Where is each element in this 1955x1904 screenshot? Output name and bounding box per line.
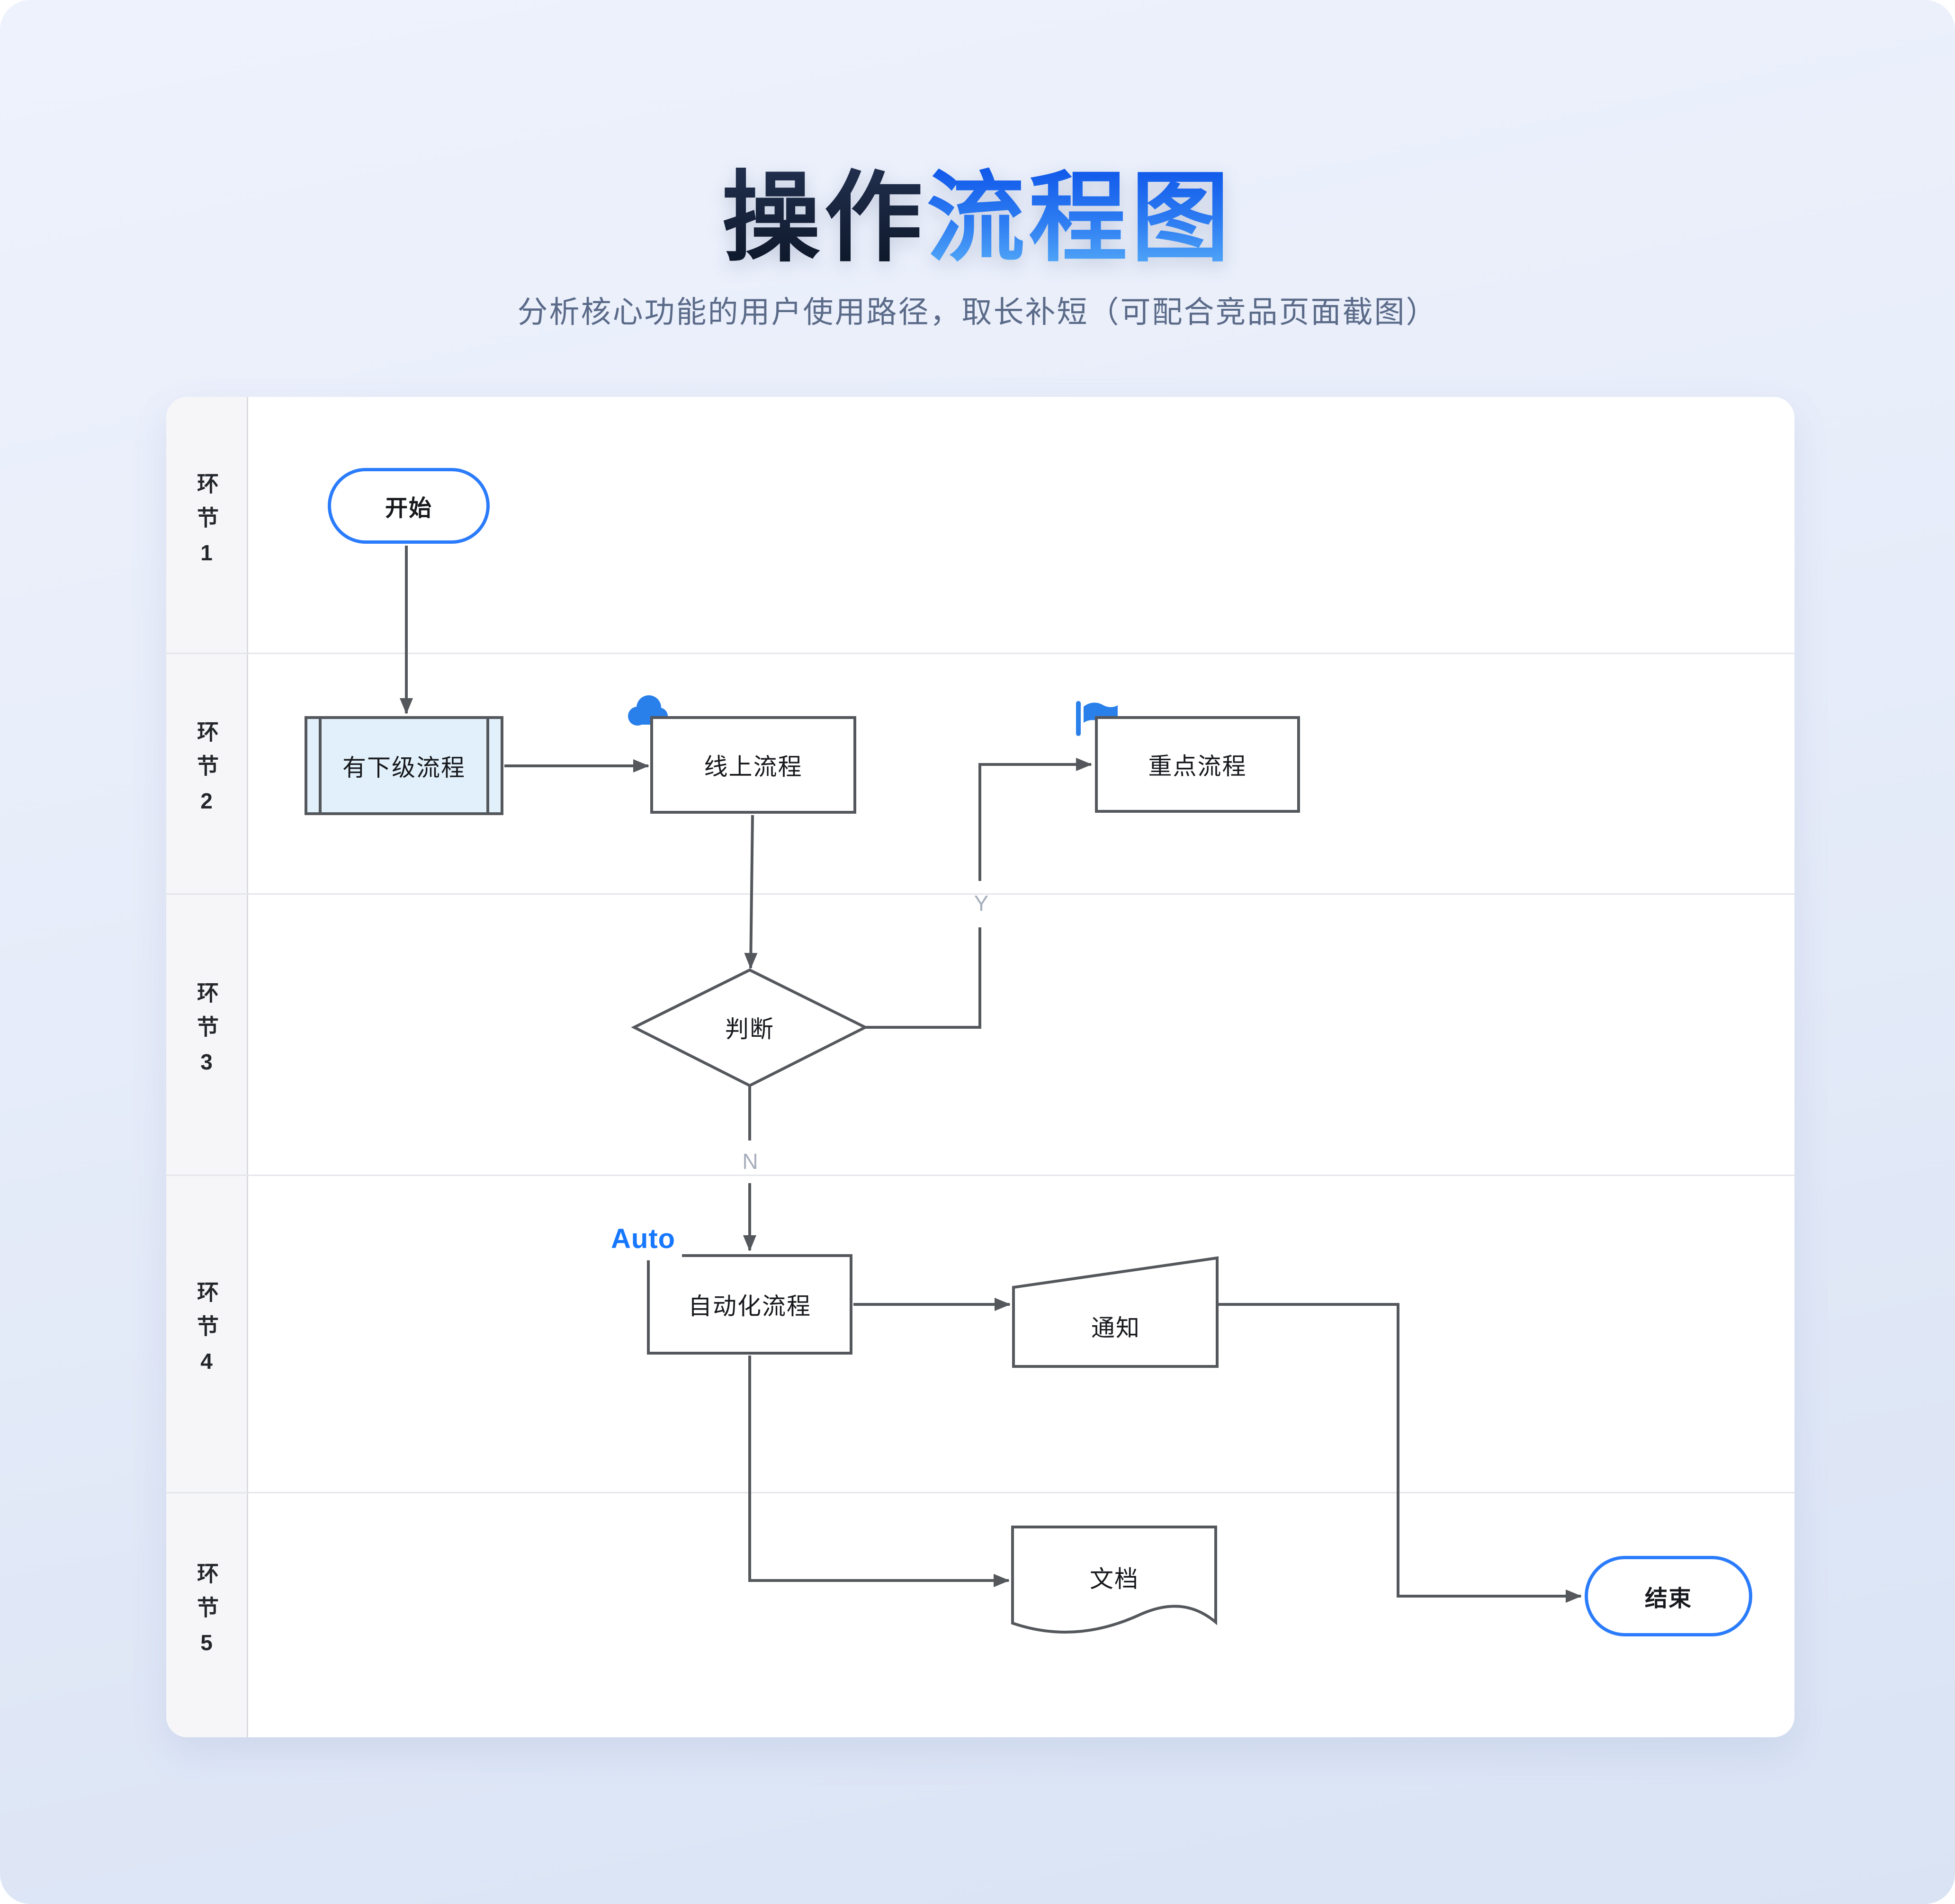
document-node-label: 文档 [1090,1566,1139,1592]
decision-node-label: 判断 [725,1016,774,1042]
lane-label-3: 环节3 [194,981,219,1087]
edge-online-to-decision [744,815,758,969]
key-node: 重点流程 [1095,716,1300,813]
start-node-label: 开始 [385,496,432,521]
page-subtitle: 分析核心功能的用户使用路径，取长补短（可配合竞品页面截图） [517,295,1438,329]
subprocess-right-bar [486,719,489,812]
subprocess-node-label: 有下级流程 [342,754,466,781]
lane-divider-1 [166,653,1794,654]
end-node: 结束 [1585,1556,1752,1636]
lane-label-column [166,397,248,1737]
online-node: 线上流程 [650,716,856,814]
swimlane-card: 环节1 环节2 环节3 环节4 环节5 [166,397,1794,1737]
lane-label-5: 环节5 [194,1562,219,1667]
automation-auto-tag: Auto [607,1222,682,1260]
branch-label-no: N [742,1149,758,1174]
lane-divider-4 [166,1492,1794,1493]
branch-label-yes: Y [974,891,989,916]
page-title-primary: 操作 [722,163,926,273]
end-node-label: 结束 [1644,1586,1692,1611]
notify-shape [1012,1256,1219,1368]
decision-diamond-shape [631,968,869,1087]
edge-decision-yes-upper-to-key [978,758,1092,881]
lane-divider-3 [166,1175,1794,1176]
lane-label-2: 环节2 [194,720,219,826]
page-title: 操作流程图 [0,167,1955,270]
notify-node-label: 通知 [1091,1315,1140,1341]
lane-divider-2 [166,893,1794,895]
edge-automation-to-document [748,1356,1010,1587]
lane-label-1: 环节1 [194,472,219,577]
automation-node-label: 自动化流程 [688,1293,811,1320]
edge-decision-yes-lower [865,927,981,1029]
key-node-label: 重点流程 [1148,753,1247,780]
online-node-label: 线上流程 [704,754,803,780]
document-shape [1011,1526,1217,1634]
edge-notify-to-end [1218,1303,1582,1603]
subprocess-left-bar [319,719,322,812]
subprocess-node: 有下级流程 [305,716,503,815]
lane-label-4: 环节4 [194,1281,219,1386]
start-node: 开始 [328,468,490,544]
page-title-accent: 流程图 [926,163,1233,273]
automation-node: 自动化流程 [647,1254,852,1355]
